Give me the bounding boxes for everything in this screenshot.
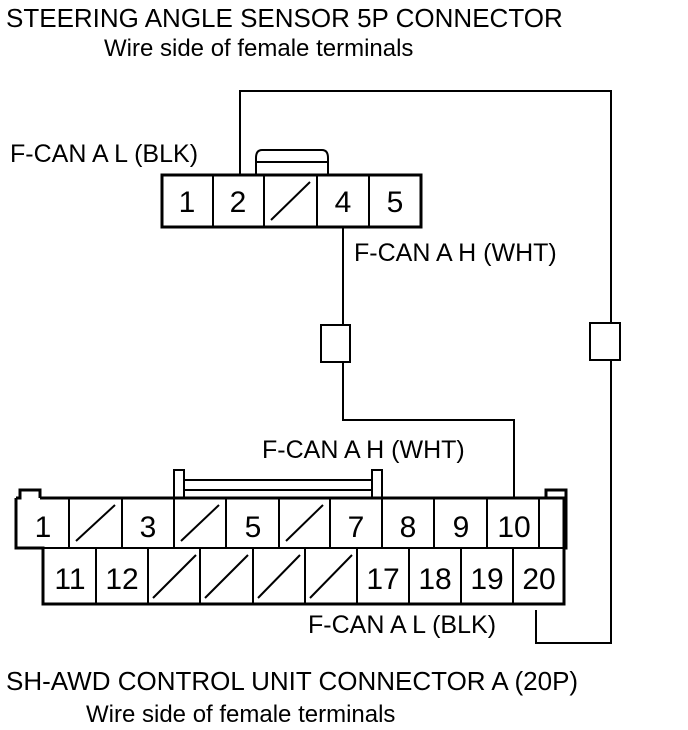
bottom-connector-subtitle: Wire side of female terminals xyxy=(86,701,395,728)
top-wire-label-l: F-CAN A L (BLK) xyxy=(10,140,198,168)
test-terminal-l xyxy=(589,322,621,361)
row2-blank-slash xyxy=(257,554,301,599)
top-blank-slash xyxy=(270,181,311,221)
bottom-wire-label-l: F-CAN A L (BLK) xyxy=(308,611,496,639)
top-pin-label: 2 xyxy=(230,186,247,219)
row1-blank-slash xyxy=(75,504,116,542)
bottom-pin-label: 11 xyxy=(54,563,85,596)
top-pin-label: 5 xyxy=(387,186,404,219)
test-terminal-h xyxy=(320,324,351,363)
bottom-pin-label: 10 xyxy=(497,511,530,544)
top-connector-title: STEERING ANGLE SENSOR 5P CONNECTOR xyxy=(6,3,563,33)
bottom-pin-label: 5 xyxy=(245,511,262,544)
bottom-connector: 1 3 5 7 8 9 10 11 12 17 18 19 20 xyxy=(14,469,568,606)
bottom-pin-label: 8 xyxy=(400,511,417,544)
top-connector-subtitle: Wire side of female terminals xyxy=(104,35,413,62)
top-wire-label-h: F-CAN A H (WHT) xyxy=(354,239,557,267)
bottom-pin-label: 19 xyxy=(470,563,503,596)
row1-blank-slash xyxy=(180,504,220,542)
row2-blank-slash xyxy=(309,554,353,599)
bottom-pin-label: 17 xyxy=(366,563,399,596)
bottom-pin-label: 18 xyxy=(418,563,451,596)
bottom-connector-title: SH-AWD CONTROL UNIT CONNECTOR A (20P) xyxy=(6,666,578,696)
bottom-lock-tab xyxy=(173,469,383,498)
bottom-pin-label: 12 xyxy=(105,563,138,596)
top-connector-body xyxy=(160,173,423,229)
bottom-pin-label: 7 xyxy=(348,511,365,544)
top-connector: 1 2 4 5 xyxy=(160,149,423,229)
row2-blank-slash xyxy=(152,554,197,599)
wire-fcan-h xyxy=(342,227,515,498)
top-lock-tab xyxy=(255,149,329,175)
top-pin-label: 1 xyxy=(179,186,196,219)
top-pin-label: 4 xyxy=(335,186,352,219)
row2-blank-slash xyxy=(204,554,249,599)
bottom-wire-label-h: F-CAN A H (WHT) xyxy=(262,436,465,464)
bottom-pin-label: 9 xyxy=(453,511,470,544)
wires xyxy=(239,90,621,644)
wire-fcan-l xyxy=(239,90,612,644)
bottom-pin-label: 1 xyxy=(35,511,52,544)
bottom-shell-notch xyxy=(16,488,42,500)
row1-blank-slash xyxy=(285,504,324,542)
bottom-pin-label: 20 xyxy=(522,563,555,596)
bottom-pin-label: 3 xyxy=(140,511,157,544)
